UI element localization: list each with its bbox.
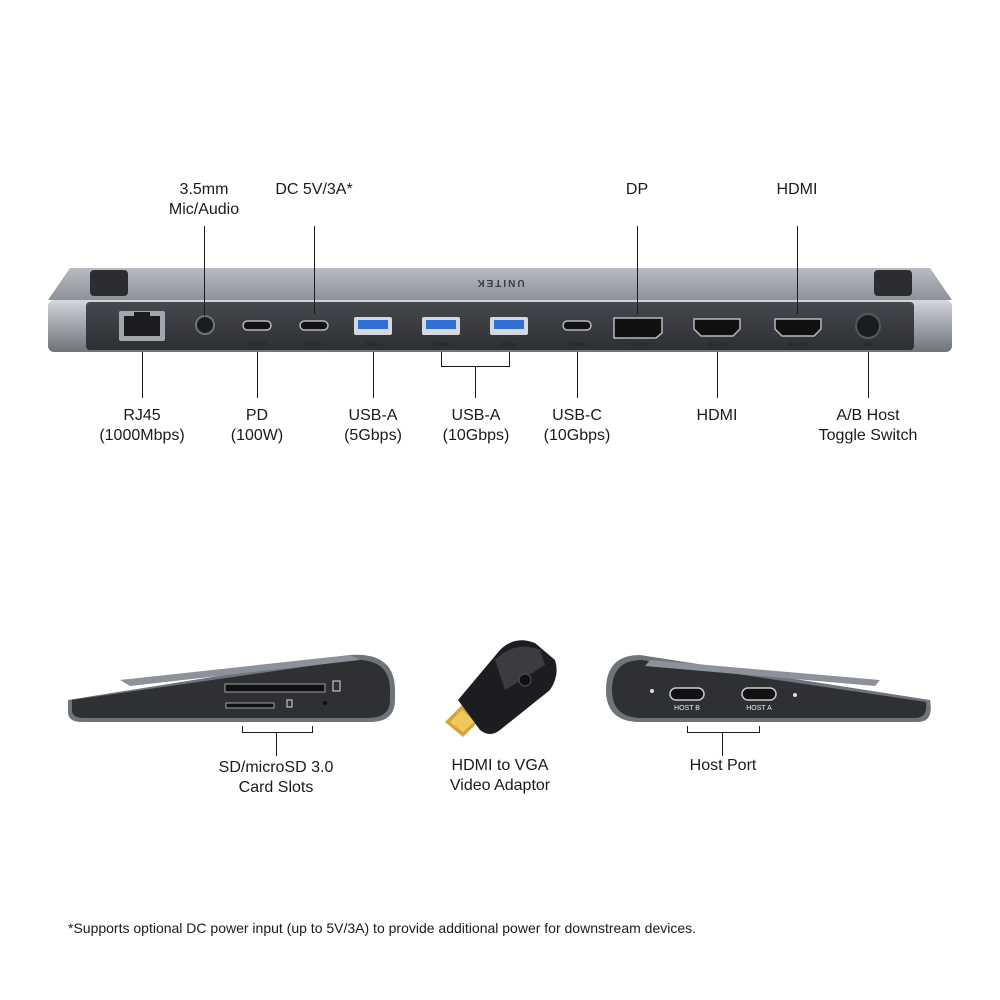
hub-right-side-view — [606, 655, 931, 722]
leader-hdmi-bottom — [717, 352, 718, 398]
leader-sd-left — [242, 726, 243, 732]
hub-foot-right — [874, 270, 912, 296]
usbc-port-graphic — [562, 320, 592, 331]
rj45-port-graphic — [119, 311, 165, 341]
leader-host-left — [687, 726, 688, 732]
leader-usba5 — [373, 352, 374, 398]
hdmi-vga-adaptor-graphic — [445, 640, 557, 737]
leader-dp — [637, 226, 638, 314]
leader-usba10-a — [441, 352, 442, 366]
leader-dc — [314, 226, 315, 314]
leader-host-bar — [687, 732, 760, 733]
hub-front-view — [48, 268, 952, 352]
leader-usba10-stem — [475, 366, 476, 398]
label-hdmi-bottom: HDMI — [696, 407, 738, 424]
footnote: *Supports optional DC power input (up to… — [68, 920, 697, 936]
usbc-port-text: 10Gbps — [568, 342, 586, 348]
usba10b-port-text: 10Gbps — [500, 342, 518, 348]
leader-rj45 — [142, 352, 143, 398]
leader-audio — [204, 226, 205, 316]
leader-host-right — [759, 726, 760, 732]
dp-port-graphic — [613, 317, 663, 339]
leader-sd-right — [312, 726, 313, 732]
label-dc: DC 5V/3A* — [275, 181, 353, 198]
leader-usbc — [577, 352, 578, 398]
label-usbc: USB-C(10Gbps) — [543, 407, 611, 444]
usba-5g-port-graphic — [354, 317, 392, 335]
pd-port-text: PD100W — [246, 342, 268, 348]
hdmi1-port-text: 4K 60Hz — [707, 342, 727, 348]
leader-ab — [868, 352, 869, 398]
dp-port-text: 4K 60Hz — [630, 342, 650, 348]
pd-port-graphic — [242, 320, 272, 331]
usba-10g-port-graphic-b — [490, 317, 528, 335]
leader-usba10-b — [509, 352, 510, 366]
label-hdmi-top: HDMI — [776, 181, 818, 198]
hub-left-side-view — [68, 654, 395, 722]
host-b-text: HOST B — [674, 705, 700, 712]
hub-foot-left — [90, 270, 128, 296]
hdmi-port-graphic-1 — [693, 318, 741, 337]
hub-top-surface — [48, 268, 952, 300]
usba10a-port-text: 10Gbps — [432, 342, 450, 348]
label-usba5: USB-A(5Gbps) — [344, 407, 402, 444]
usba-10g-port-graphic-a — [422, 317, 460, 335]
ab-port-text: A/B — [863, 342, 873, 348]
leader-sd-stem — [276, 732, 277, 756]
hdmi2-port-text: 4K 60Hz — [788, 342, 808, 348]
host-a-text: HOST A — [746, 705, 772, 712]
sd-slot-graphic — [224, 683, 326, 693]
label-pd: PD(100W) — [230, 407, 284, 444]
dc-port-graphic — [299, 320, 329, 331]
label-dp: DP — [625, 181, 649, 198]
host-b-port-graphic — [669, 687, 705, 701]
label-usba10: USB-A(10Gbps) — [442, 407, 510, 444]
leader-sd-bar — [242, 732, 313, 733]
audio-jack-graphic — [195, 315, 215, 335]
leader-hdmi-top — [797, 226, 798, 314]
dc-port-text: DC 5.0V — [304, 342, 324, 348]
hdmi-port-graphic-2 — [774, 318, 822, 337]
usba5-port-text: 5Gbps — [365, 342, 381, 348]
label-rj45: RJ45(1000Mbps) — [99, 407, 185, 444]
leader-host-stem — [722, 732, 723, 756]
leader-pd — [257, 352, 258, 398]
brand-logo: UNITEK — [475, 277, 525, 288]
host-a-port-graphic — [741, 687, 777, 701]
label-host-port: Host Port — [689, 757, 757, 774]
microsd-slot-graphic — [225, 702, 275, 709]
ab-switch-graphic — [855, 313, 881, 339]
